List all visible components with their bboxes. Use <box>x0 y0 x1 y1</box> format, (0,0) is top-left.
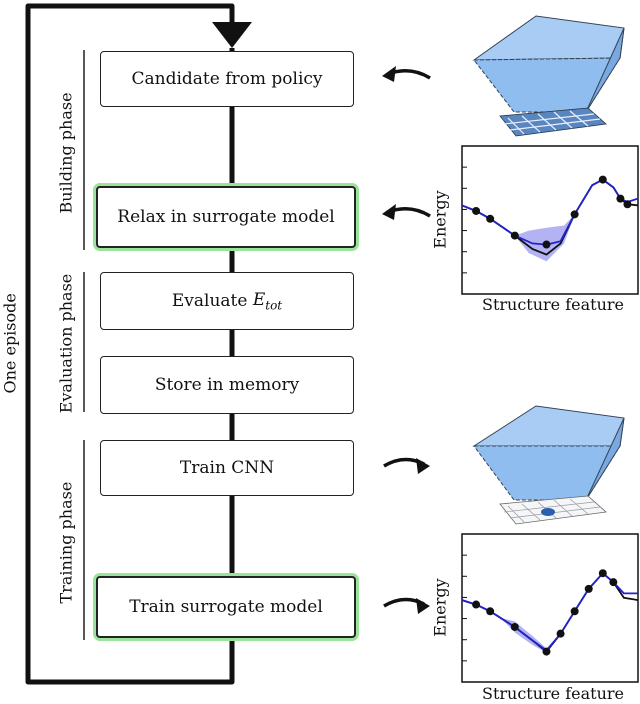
chart-building-xlabel: Structure feature <box>481 295 625 314</box>
network-illustration-training <box>472 405 625 525</box>
step-train-surrogate: Train surrogate model <box>96 576 356 638</box>
observation-point <box>570 210 579 219</box>
step-label: Candidate from policy <box>131 69 323 89</box>
episode-loop-line <box>25 3 235 685</box>
step-train-cnn: Train CNN <box>100 440 354 496</box>
observation-point <box>486 607 495 616</box>
observation-point <box>542 240 551 249</box>
step-store-in-memory: Store in memory <box>100 356 354 414</box>
energy-chart-training <box>461 533 639 683</box>
observation-point <box>616 194 625 203</box>
step-label-symbol: Etot <box>252 289 283 313</box>
observation-point <box>598 569 607 578</box>
observation-point <box>510 622 519 631</box>
observation-point <box>598 175 607 184</box>
observation-point <box>510 231 519 240</box>
loop-label: One episode <box>0 293 20 394</box>
step-label: Store in memory <box>154 375 300 395</box>
observation-point <box>556 629 565 638</box>
chart-training-ylabel: Energy <box>430 578 450 637</box>
step-label: Train CNN <box>179 458 275 478</box>
arrow-from-train-surrogate-head <box>416 598 430 614</box>
observation-point <box>584 584 593 593</box>
step-relax-in-surrogate: Relax in surrogate model <box>96 186 356 248</box>
arrow-from-train-cnn-head <box>416 458 430 474</box>
network-illustration-building <box>472 15 625 137</box>
observation-point <box>542 647 551 656</box>
chart-training-xlabel: Structure feature <box>481 684 625 703</box>
step-label-prefix: Evaluate <box>171 291 253 311</box>
chart-building-ylabel: Energy <box>430 190 450 249</box>
uncertainty-band <box>514 214 575 262</box>
observation-point <box>486 214 495 223</box>
arrow-to-relax-head <box>382 204 396 220</box>
observation-point <box>570 607 579 616</box>
observation-point <box>623 200 632 209</box>
observation-point <box>472 206 481 215</box>
phase-label-building: Building phase <box>56 92 76 214</box>
observation-point <box>609 578 618 587</box>
step-evaluate-etot: Evaluate Etot <box>100 272 354 330</box>
step-candidate-from-policy: Candidate from policy <box>100 51 354 107</box>
observation-point <box>472 600 481 609</box>
step-label: Relax in surrogate model <box>117 207 335 227</box>
phase-label-evaluation: Evaluation phase <box>56 273 76 414</box>
loop-arrowhead <box>212 22 252 48</box>
energy-chart-building <box>461 145 639 295</box>
phase-label-training: Training phase <box>56 481 76 604</box>
step-label: Train surrogate model <box>129 597 323 617</box>
arrow-to-candidate-head <box>382 66 396 82</box>
